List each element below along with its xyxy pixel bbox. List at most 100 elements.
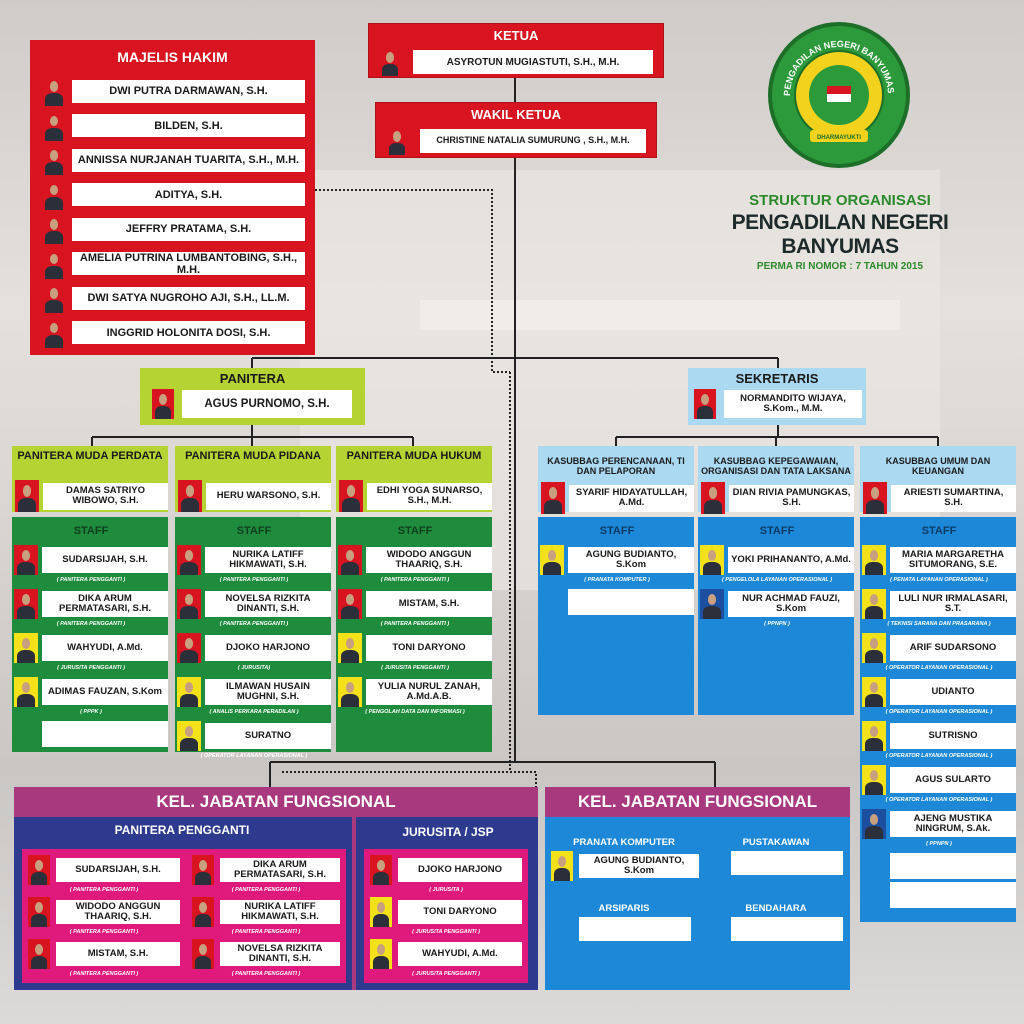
connector-sekretaris: [615, 425, 939, 446]
kasubbag-head: SYARIF HIDAYATULLAH, A.Md.: [538, 482, 694, 514]
sekretaris-name: NORMANDITO WIJAYA, S.Kom., M.M.: [724, 390, 862, 418]
panitera-muda-head-name: EDHI YOGA SUNARSO, S.H., M.H.: [367, 482, 492, 510]
ketua-name: ASYROTUN MUGIASTUTI, S.H., M.H.: [413, 50, 653, 74]
staff-entry: [862, 882, 1016, 908]
person-role: ( JURUSITA ): [429, 887, 463, 893]
person-role: ( PANITERA PENGGANTI ): [56, 577, 126, 583]
photo-body: [179, 737, 199, 751]
panitera-muda-head-name: HERU WARSONO, S.H.: [206, 482, 331, 510]
person-name: DIKA ARUM PERMATASARI, S.H.: [42, 591, 168, 617]
connector-fungsional: [269, 358, 716, 787]
staff-entry: MISTAM, S.H.( PANITERA PENGGANTI ): [28, 939, 180, 980]
heading-line2: PENGADILAN NEGERI BANYUMAS: [731, 211, 949, 258]
person-role: ( PANITERA PENGGANTI ): [69, 929, 139, 935]
person-row: WAHYUDI, A.Md.: [14, 633, 168, 663]
group-title: ARSIPARIS: [598, 903, 650, 914]
person-photo: [862, 721, 886, 751]
person-name: SUDARSIJAH, S.H.: [56, 858, 180, 882]
photo-body: [340, 561, 360, 575]
kasubbag-title: KASUBBAG UMUM DAN KEUANGAN: [885, 456, 991, 476]
fungsional-left-panel: KEL. JABATAN FUNGSIONAL PANITERA PENGGAN…: [14, 787, 538, 990]
photo-body: [864, 825, 884, 839]
person-row: SURATNO: [177, 721, 331, 751]
staff-entry: SUDARSIJAH, S.H.( PANITERA PENGGANTI ): [14, 545, 168, 586]
panitera-muda-head: EDHI YOGA SUNARSO, S.H., M.H.: [336, 480, 492, 512]
photo-body: [703, 499, 723, 514]
photo-body: [179, 649, 199, 663]
person-photo: [551, 851, 573, 881]
person-photo: [177, 721, 201, 751]
photo-head: [21, 593, 31, 605]
staff-entry: ILMAWAN HUSAIN MUGHNI, S.H.( ANALIS PERK…: [177, 677, 331, 718]
photo-body: [864, 781, 884, 795]
fungsional-right-panel: KEL. JABATAN FUNGSIONAL PRANATA KOMPUTER…: [545, 787, 850, 990]
person-row: LULI NUR IRMALASARI, S.T.: [862, 589, 1016, 619]
photo-head: [184, 593, 194, 605]
photo-head: [22, 485, 32, 497]
person-photo: [14, 633, 38, 663]
panitera-muda-head-photo: [178, 480, 202, 512]
svg-text:DHARMAYUKTI: DHARMAYUKTI: [817, 135, 861, 141]
person-row: AGUNG BUDIANTO, S.Kom: [540, 545, 694, 575]
person-name: ADIMAS FAUZAN, S.Kom: [42, 679, 168, 705]
photo-head: [159, 393, 167, 405]
photo-head: [199, 901, 207, 913]
empty-name-slot: [579, 917, 691, 941]
photo-body: [16, 693, 36, 707]
photo-body: [17, 497, 37, 512]
staff-entry: SUTRISNO( OPERATOR LAYANAN OPERASIONAL ): [862, 721, 1016, 762]
photo-head: [869, 593, 879, 605]
panitera-name: AGUS PURNOMO, S.H.: [182, 390, 352, 418]
background-building-ledge: [420, 300, 900, 330]
photo-body: [154, 405, 172, 419]
photo-head: [869, 813, 879, 825]
photo-head: [548, 487, 558, 499]
photo-body: [543, 499, 563, 514]
photo-head: [35, 859, 43, 871]
photo-body: [16, 561, 36, 575]
staff-entry: TONI DARYONO( JURUSITA PENGGANTI ): [338, 633, 492, 674]
photo-body: [16, 605, 36, 619]
photo-head: [869, 549, 879, 561]
panitera-muda-head-photo: [15, 480, 39, 512]
person-row: TONI DARYONO: [338, 633, 492, 663]
person-role: ( PENGOLAH DATA DAN INFORMASI ): [365, 709, 465, 715]
photo-head: [49, 288, 59, 299]
staff-title: STAFF: [397, 525, 433, 537]
photo-body: [696, 405, 714, 419]
photo-head: [345, 549, 355, 561]
panitera-box: PANITERA AGUS PURNOMO, S.H.: [140, 368, 365, 425]
photo-body: [340, 605, 360, 619]
empty-name-slot: [568, 589, 694, 615]
group-title: PRANATA KOMPUTER: [573, 837, 675, 848]
photo-body: [864, 737, 884, 751]
staff-entry: AGUNG BUDIANTO, S.Kom: [549, 851, 699, 881]
person-photo: [28, 855, 50, 885]
person-photo: [177, 545, 201, 575]
panitera-pengganti-title: PANITERA PENGGANTI: [114, 823, 250, 837]
staff-entry: ARIF SUDARSONO( OPERATOR LAYANAN OPERASI…: [862, 633, 1016, 674]
photo-body: [372, 871, 390, 885]
member-name: ADITYA, S.H.: [72, 183, 305, 207]
photo-body: [542, 561, 562, 575]
person-row: TONI DARYONO: [370, 897, 522, 927]
person-name: DJOKO HARJONO: [205, 635, 331, 661]
person-role: ( JURUSITA PENGGANTI ): [412, 971, 480, 977]
person-role: ( PPNPN ): [764, 621, 790, 627]
photo-head: [701, 393, 709, 405]
person-row: NURIKA LATIFF HIKMAWATI, S.H.: [177, 545, 331, 575]
person-row: ILMAWAN HUSAIN MUGHNI, S.H.: [177, 677, 331, 707]
photo-body: [194, 871, 212, 885]
photo-head: [707, 549, 717, 561]
person-photo: [540, 545, 564, 575]
person-photo: [700, 589, 724, 619]
person-row: DIKA ARUM PERMATASARI, S.H.: [14, 589, 168, 619]
person-role: ( PANITERA PENGGANTI ): [231, 929, 301, 935]
person-name: UDIANTO: [890, 679, 1016, 705]
photo-head: [49, 253, 59, 265]
staff-entry: WAHYUDI, A.Md.( JURUSITA PENGGANTI ): [370, 939, 522, 980]
panitera-photo: [152, 389, 174, 419]
staff-entry: YOKI PRIHANANTO, A.Md.( PENGELOLA LAYANA…: [700, 545, 854, 586]
